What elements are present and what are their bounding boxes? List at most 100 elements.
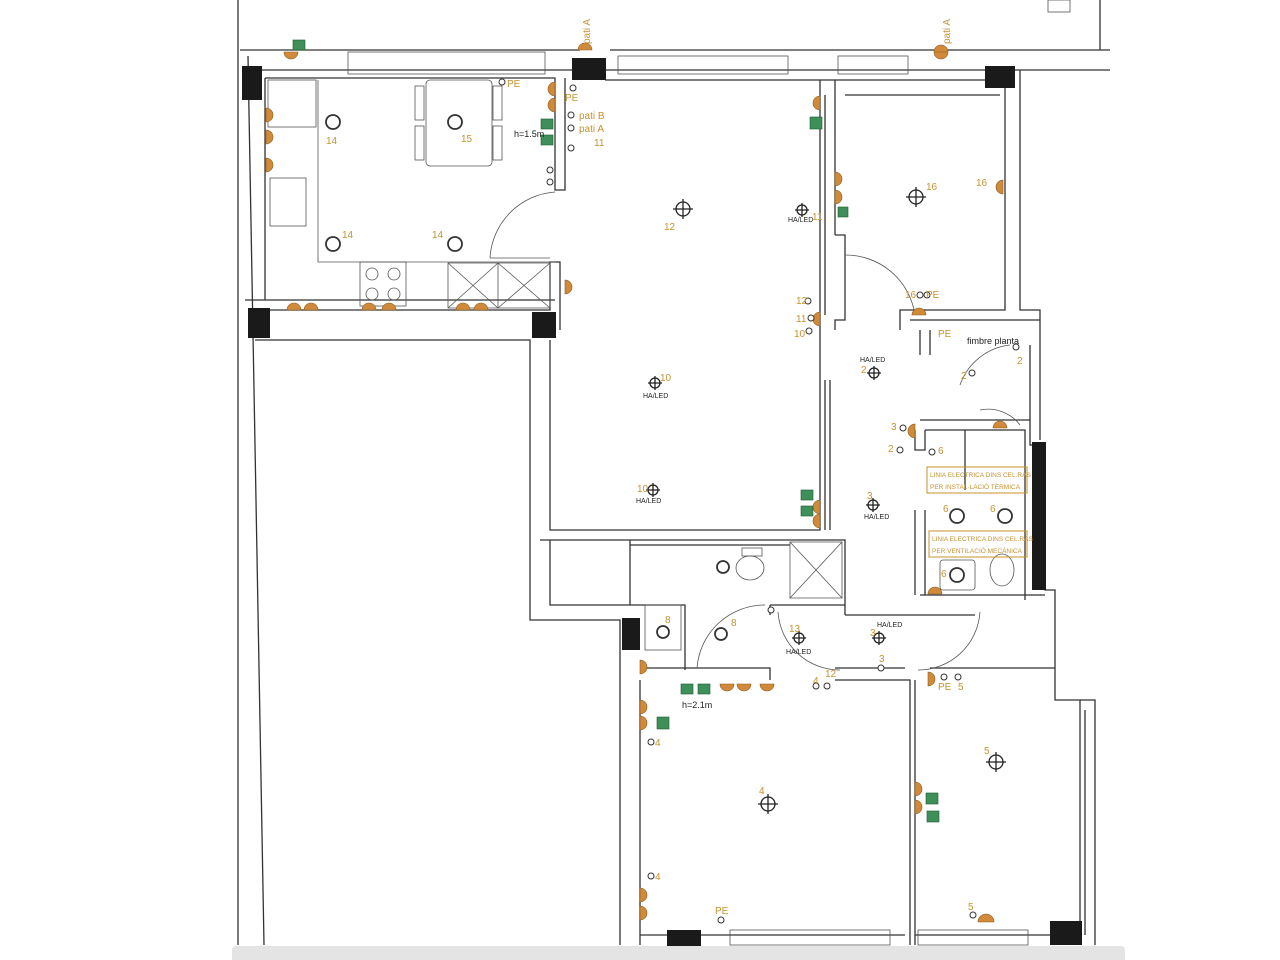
label: HA/LED <box>636 498 661 505</box>
downlight-icon <box>949 508 965 524</box>
data-outlet-icon <box>800 489 814 501</box>
shower-tray <box>789 541 843 599</box>
ceiling-light-icon <box>673 199 693 219</box>
socket-icon <box>265 107 274 173</box>
switch-icon <box>804 297 812 305</box>
label: 2 <box>861 365 867 376</box>
label: PE <box>565 93 579 104</box>
note-mechanical-ventilation: LINIA ELECTRICA DINS CEL.RAS PER VENTILA… <box>928 530 1033 558</box>
socket-icon <box>719 683 775 692</box>
socket-icon <box>564 279 573 295</box>
label: h=2.1m <box>682 700 712 710</box>
label: 16 <box>905 290 917 301</box>
label: h=1.5m <box>514 129 544 139</box>
socket-icon <box>992 420 1008 429</box>
label: 13 <box>789 624 801 635</box>
label: 5 <box>968 902 974 913</box>
label: 6 <box>938 446 944 457</box>
washbasin <box>644 604 682 651</box>
switch-icon <box>896 446 904 454</box>
switch-icon <box>546 178 554 186</box>
label: 3 <box>891 422 897 433</box>
switch-icon <box>567 144 575 152</box>
downlight-icon <box>447 114 463 130</box>
label: 14 <box>432 230 444 241</box>
socket-icon <box>283 51 299 60</box>
switch-icon <box>968 369 976 377</box>
pillars <box>242 58 1082 946</box>
data-outlet-icon <box>656 716 670 730</box>
label: HA/LED <box>786 649 811 656</box>
socket-icon <box>577 42 593 51</box>
data-outlet-icon <box>292 39 306 51</box>
label: 10 <box>637 484 649 495</box>
downlight-icon <box>325 236 341 252</box>
label: HA/LED <box>643 393 668 400</box>
switch-icon <box>567 124 575 132</box>
switch-icon <box>899 424 907 432</box>
switch-icon <box>498 78 506 86</box>
label: 10 <box>794 329 806 340</box>
data-outlets <box>292 39 940 823</box>
data-outlet-icon <box>926 810 940 823</box>
label: 8 <box>665 615 671 626</box>
ceiling-light-icon <box>906 187 926 207</box>
socket-icon <box>812 499 821 529</box>
label: HA/LED <box>877 622 902 629</box>
label: 12 <box>664 222 676 233</box>
note-line: LINIA ELECTRICA DINS CEL.RAS <box>932 536 1033 543</box>
data-outlet-icon <box>697 683 711 695</box>
socket-icon <box>547 81 556 113</box>
socket-icon <box>927 586 943 595</box>
switch-icon <box>954 673 962 681</box>
ceiling-light-icon <box>872 631 886 645</box>
ceiling-light-icon <box>646 483 660 497</box>
switch-icon <box>546 166 554 174</box>
data-outlet-icon <box>680 683 694 695</box>
furniture <box>267 79 1015 651</box>
downlight-icon <box>949 567 965 583</box>
ceiling-light-icon <box>648 376 662 390</box>
switch-icon <box>569 84 577 92</box>
label: 2 <box>961 371 967 382</box>
note-thermal-installation: LINIA ELECTRICA DINS CEL.RAS PER INSTAL·… <box>926 466 1031 494</box>
label: 14 <box>326 136 338 147</box>
label: 5 <box>984 746 990 757</box>
label: 3 <box>879 654 885 665</box>
label: 2 <box>1017 356 1023 367</box>
label: 6 <box>941 569 947 580</box>
label: 11 <box>594 138 605 149</box>
downlight-icon <box>716 560 730 574</box>
ceiling-light-icon <box>758 794 778 814</box>
socket-icon <box>907 423 916 439</box>
data-outlet-icon <box>800 505 814 517</box>
label: 4 <box>759 786 765 797</box>
data-outlet-icon <box>925 792 939 805</box>
label: PE <box>926 290 940 301</box>
socket-icon <box>639 887 648 921</box>
socket-icon <box>639 699 648 731</box>
ceiling-light-icon <box>866 498 880 512</box>
data-outlet-icon <box>837 206 849 218</box>
socket-icon <box>834 171 843 205</box>
switch-icon <box>807 314 815 322</box>
sockets <box>265 42 1008 923</box>
downlight-icon <box>447 236 463 252</box>
switch-icon <box>877 664 885 672</box>
ceiling-lights <box>646 187 1006 814</box>
label: 10 <box>660 373 672 384</box>
label: 11 <box>796 314 807 325</box>
switch-icon <box>567 111 575 119</box>
label: 6 <box>943 504 949 515</box>
horizontal-scrollbar[interactable] <box>232 946 1125 960</box>
data-outlet-icon <box>540 134 554 146</box>
label: 16 <box>926 182 938 193</box>
ceiling-light-icon <box>795 203 809 217</box>
label: pati A <box>942 19 953 44</box>
label: 6 <box>990 504 996 515</box>
note-line: PER INSTAL·LACIÓ TÈRMICA <box>930 482 1021 491</box>
ceiling-light-icon <box>986 752 1006 772</box>
label: HA/LED <box>860 357 885 364</box>
switch-icon <box>717 916 725 924</box>
